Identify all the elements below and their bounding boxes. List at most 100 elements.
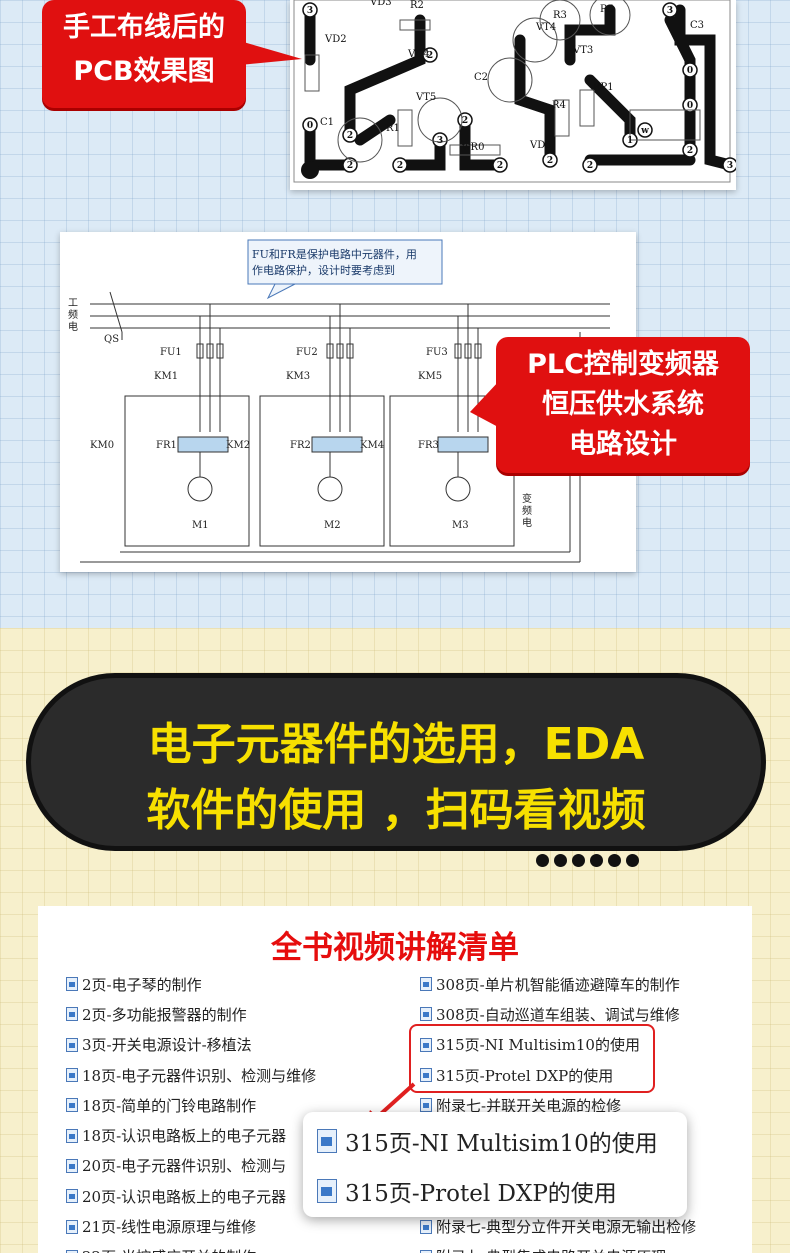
svg-text:2: 2 bbox=[497, 161, 503, 171]
video-list-item[interactable]: 20页-电子元器件识别、检测与 bbox=[66, 1151, 316, 1181]
video-list-item-label: 3页-开关电源设计-移植法 bbox=[82, 1036, 252, 1055]
video-list-item[interactable]: 21页-线性电源原理与维修 bbox=[66, 1211, 316, 1241]
contactor-label: KM1 bbox=[154, 371, 178, 382]
plc-callout-line: 恒压供水系统 bbox=[542, 389, 704, 420]
svg-text:3: 3 bbox=[727, 161, 733, 171]
video-list-item-label: 308页-单片机智能循迹避障车的制作 bbox=[436, 975, 680, 994]
video-file-icon bbox=[66, 1128, 78, 1143]
relay-label: FR3 bbox=[418, 440, 439, 451]
video-list-item[interactable]: 308页-单片机智能循迹避障车的制作 bbox=[420, 969, 696, 999]
video-file-icon bbox=[66, 1068, 78, 1083]
zoomed-entries: 315页-NI Multisim10的使用 315页-Protel DXP的使用 bbox=[303, 1112, 687, 1217]
fuse-label: FU1 bbox=[160, 347, 182, 358]
svg-text:w: w bbox=[640, 126, 649, 136]
svg-text:C2: C2 bbox=[474, 72, 488, 83]
svg-text:2: 2 bbox=[687, 146, 693, 156]
video-list-item-label: 18页-认识电路板上的电子元器 bbox=[82, 1127, 287, 1146]
video-file-icon bbox=[66, 1007, 78, 1022]
video-file-icon bbox=[66, 1037, 78, 1052]
svg-text:R2: R2 bbox=[410, 0, 424, 11]
relay-label: FR1 bbox=[156, 440, 177, 451]
video-file-icon bbox=[420, 1219, 432, 1234]
video-file-icon bbox=[420, 1037, 432, 1052]
video-file-icon bbox=[317, 1179, 337, 1203]
relay-label: FR2 bbox=[290, 440, 311, 451]
source-label-char: 频 bbox=[68, 308, 78, 321]
video-file-icon bbox=[66, 977, 78, 992]
video-list-item[interactable]: 18页-电子元器件识别、检测与维修 bbox=[66, 1060, 316, 1090]
video-list-item[interactable]: 2页-多功能报警器的制作 bbox=[66, 999, 316, 1029]
video-file-icon bbox=[420, 1249, 432, 1253]
video-list-item[interactable]: 22页-光控感应开关的制作 bbox=[66, 1242, 316, 1253]
video-list-item-label: 2页-电子琴的制作 bbox=[82, 975, 202, 994]
pcb-callout: 手工布线后的 PCB效果图 bbox=[42, 0, 246, 108]
svg-text:VD4: VD4 bbox=[407, 49, 430, 60]
banner-dots bbox=[536, 852, 644, 871]
pcb-callout-line: 手工布线后的 bbox=[63, 12, 225, 43]
note-line: FU和FR是保护电路中元器件，用 bbox=[252, 247, 417, 261]
video-list-item-label: 附录七-典型分立件开关电源无输出检修 bbox=[436, 1218, 697, 1237]
source-label-char: 电 bbox=[68, 320, 78, 333]
svg-text:2: 2 bbox=[427, 51, 433, 61]
video-file-icon bbox=[420, 977, 432, 992]
contactor-label: KM3 bbox=[286, 371, 310, 382]
svg-text:VT4: VT4 bbox=[535, 22, 556, 33]
svg-text:1: 1 bbox=[627, 136, 633, 146]
svg-text:RP1: RP1 bbox=[593, 82, 614, 93]
video-list-item[interactable]: 附录七-典型集成电路开关电源原理 bbox=[420, 1242, 696, 1253]
video-list-item-label: 20页-认识电路板上的电子元器 bbox=[82, 1187, 287, 1206]
plc-callout-line: 电路设计 bbox=[569, 429, 677, 460]
video-list-item[interactable]: 附录七-典型分立件开关电源无输出检修 bbox=[420, 1211, 696, 1241]
svg-text:VT5: VT5 bbox=[415, 92, 436, 103]
video-list-item[interactable]: 20页-认识电路板上的电子元器 bbox=[66, 1181, 316, 1211]
svg-text:VT3: VT3 bbox=[572, 45, 593, 56]
svg-text:R3: R3 bbox=[553, 10, 567, 21]
video-list-item-label: 18页-电子元器件识别、检测与维修 bbox=[82, 1066, 317, 1085]
svg-text:2: 2 bbox=[462, 116, 468, 126]
video-list-item[interactable]: 18页-简单的门铃电路制作 bbox=[66, 1090, 316, 1120]
side-label: KM4 bbox=[360, 440, 384, 451]
video-file-icon bbox=[66, 1219, 78, 1234]
svg-text:0: 0 bbox=[307, 121, 313, 131]
video-list-item[interactable]: 2页-电子琴的制作 bbox=[66, 969, 316, 999]
video-file-icon bbox=[66, 1189, 78, 1204]
video-list-item[interactable]: 315页-NI Multisim10的使用 bbox=[420, 1030, 696, 1060]
plc-callout-line: PLC控制变频器 bbox=[527, 349, 719, 380]
video-list-item-label: 附录七-典型集成电路开关电源原理 bbox=[436, 1246, 666, 1253]
vfd-label-char: 变 bbox=[522, 492, 532, 505]
svg-text:R4: R4 bbox=[552, 100, 566, 111]
video-list-right-column: 308页-单片机智能循迹避障车的制作 308页-自动巡道车组装、调试与维修 315页… bbox=[420, 969, 696, 1253]
zoomed-video-item-label: 315页-Protel DXP的使用 bbox=[345, 1181, 617, 1207]
video-list-item[interactable]: 附录七-并联开关电源的检修 bbox=[420, 1090, 696, 1120]
vfd-label-char: 频 bbox=[522, 504, 532, 517]
motor-label: M1 bbox=[192, 520, 209, 531]
plc-callout-pointer bbox=[470, 380, 500, 428]
video-file-icon bbox=[420, 1098, 432, 1113]
svg-text:3: 3 bbox=[437, 136, 443, 146]
video-list-item[interactable]: 308页-自动巡道车组装、调试与维修 bbox=[420, 999, 696, 1029]
video-list-item-label: 18页-简单的门铃电路制作 bbox=[82, 1096, 257, 1115]
video-file-icon bbox=[66, 1249, 78, 1253]
svg-text:VD3: VD3 bbox=[369, 0, 392, 8]
video-list-item[interactable]: 3页-开关电源设计-移植法 bbox=[66, 1030, 316, 1060]
promo-banner: 电子元器件的选用，EDA 软件的使用 ，扫码看视频 bbox=[26, 673, 766, 851]
zoomed-video-item[interactable]: 315页-NI Multisim10的使用 bbox=[317, 1124, 658, 1158]
banner-line-2: 软件的使用 ，扫码看视频 bbox=[146, 785, 646, 836]
zoomed-video-item[interactable]: 315页-Protel DXP的使用 bbox=[317, 1174, 617, 1208]
video-list-item[interactable]: 315页-Protel DXP的使用 bbox=[420, 1060, 696, 1090]
svg-text:0: 0 bbox=[687, 101, 693, 111]
motor-label: M3 bbox=[452, 520, 469, 531]
banner-line-1: 电子元器件的选用，EDA bbox=[147, 719, 645, 770]
video-file-icon bbox=[317, 1129, 337, 1153]
pcb-callout-line: PCB效果图 bbox=[73, 56, 215, 87]
video-list-item-label: 315页-NI Multisim10的使用 bbox=[436, 1036, 640, 1055]
video-list-item-label: 2页-多功能报警器的制作 bbox=[82, 1005, 247, 1024]
video-list-item[interactable]: 18页-认识电路板上的电子元器 bbox=[66, 1120, 316, 1150]
video-list-left-column: 2页-电子琴的制作 2页-多功能报警器的制作 3页-开关电源设计-移植法 18页-电子… bbox=[66, 969, 316, 1253]
video-list-item-label: 附录七-并联开关电源的检修 bbox=[436, 1096, 622, 1115]
video-list-item-label: 20页-电子元器件识别、检测与 bbox=[82, 1157, 287, 1176]
vfd-label-char: 电 bbox=[522, 516, 532, 529]
fuse-label: FU2 bbox=[296, 347, 318, 358]
